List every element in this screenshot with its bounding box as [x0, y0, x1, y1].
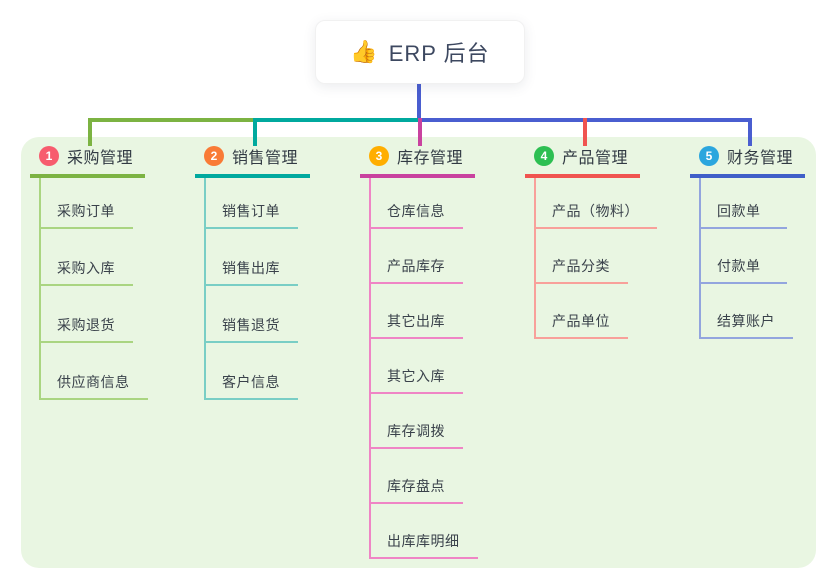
branch-label: 销售管理 — [232, 149, 299, 167]
branch-number-badge: 1 — [39, 145, 59, 166]
mindmap-node-item[interactable]: 产品分类 — [536, 229, 675, 284]
item-label: 结算账户 — [701, 311, 793, 339]
item-label: 产品（物料） — [536, 201, 657, 229]
mindmap-node-item[interactable]: 付款单 — [701, 229, 839, 284]
branch-item-list: 产品（物料） 产品分类产品单位 — [534, 178, 675, 339]
mindmap-node-item[interactable]: 销售订单 — [206, 178, 345, 229]
item-label: 出库库明细 — [371, 531, 478, 559]
mindmap-node-item[interactable]: 产品库存 — [371, 229, 510, 284]
item-label: 采购退货 — [41, 315, 133, 343]
branch-5-财务管理: 5 财务管理回款单付款单结算账户 — [690, 144, 839, 339]
branch-1-采购管理: 1 采购管理采购订单采购入库采购退货供应商信息 — [30, 144, 180, 400]
drop-line-branch-1 — [87, 118, 92, 146]
mindmap-node-item[interactable]: 客户信息 — [206, 343, 345, 400]
branch-number-badge: 2 — [204, 145, 224, 166]
branch-header-3[interactable]: 3 库存管理 — [360, 144, 475, 178]
branch-label: 产品管理 — [562, 149, 629, 167]
root-connector-line — [417, 82, 421, 122]
branch-header-1[interactable]: 1 采购管理 — [30, 144, 145, 178]
bus-segment-purchase — [87, 118, 253, 122]
mindmap-node-item[interactable]: 采购入库 — [41, 229, 180, 286]
mindmap-node-item[interactable]: 其它入库 — [371, 339, 510, 394]
branch-item-list: 回款单付款单结算账户 — [699, 178, 839, 339]
item-label: 其它出库 — [371, 311, 463, 339]
bus-segment-sales — [252, 118, 418, 122]
mindmap-node-item[interactable]: 采购退货 — [41, 286, 180, 343]
root-node-erp-backend[interactable]: 👍 ERP 后台 — [315, 20, 525, 84]
mindmap-node-item[interactable]: 仓库信息 — [371, 178, 510, 229]
drop-line-branch-2 — [252, 118, 257, 146]
mindmap-node-item[interactable]: 产品单位 — [536, 284, 675, 339]
item-label: 产品单位 — [536, 311, 628, 339]
mindmap-node-item[interactable]: 库存调拨 — [371, 394, 510, 449]
item-label: 仓库信息 — [371, 201, 463, 229]
item-label: 采购订单 — [41, 201, 133, 229]
branch-header-2[interactable]: 2 销售管理 — [195, 144, 310, 178]
branch-label: 采购管理 — [67, 149, 134, 167]
branch-item-list: 销售订单销售出库销售退货客户信息 — [204, 178, 345, 400]
mindmap-node-item[interactable]: 销售退货 — [206, 286, 345, 343]
drop-line-branch-3 — [417, 118, 422, 146]
item-label: 回款单 — [701, 201, 787, 229]
branches-panel — [21, 137, 816, 568]
branch-number-badge: 3 — [369, 145, 389, 166]
item-label: 其它入库 — [371, 366, 463, 394]
branch-2-销售管理: 2 销售管理销售订单销售出库销售退货客户信息 — [195, 144, 345, 400]
mindmap-node-item[interactable]: 供应商信息 — [41, 343, 180, 400]
item-label: 客户信息 — [206, 372, 298, 400]
mindmap-node-item[interactable]: 出库库明细 — [371, 504, 510, 559]
mindmap-node-item[interactable]: 采购订单 — [41, 178, 180, 229]
item-label: 供应商信息 — [41, 372, 148, 400]
item-label: 产品库存 — [371, 256, 463, 284]
mindmap-node-item[interactable]: 回款单 — [701, 178, 839, 229]
mindmap-node-item[interactable]: 销售出库 — [206, 229, 345, 286]
mindmap-node-item[interactable]: 结算账户 — [701, 284, 839, 339]
item-label: 库存盘点 — [371, 476, 463, 504]
drop-line-branch-5 — [747, 118, 752, 146]
mindmap-node-item[interactable]: 库存盘点 — [371, 449, 510, 504]
item-label: 销售退货 — [206, 315, 298, 343]
branch-item-list: 仓库信息产品库存其它出库其它入库库存调拨库存盘点出库库明细 — [369, 178, 510, 559]
thumbs-up-icon: 👍 — [350, 39, 379, 64]
branch-number-badge: 4 — [534, 145, 554, 166]
branch-4-产品管理: 4 产品管理产品（物料） 产品分类产品单位 — [525, 144, 675, 339]
branch-label: 库存管理 — [397, 149, 464, 167]
item-label: 销售订单 — [206, 201, 298, 229]
item-label: 销售出库 — [206, 258, 298, 286]
branch-3-库存管理: 3 库存管理仓库信息产品库存其它出库其它入库库存调拨库存盘点出库库明细 — [360, 144, 510, 559]
mindmap-node-item[interactable]: 产品（物料） — [536, 178, 675, 229]
item-label: 产品分类 — [536, 256, 628, 284]
item-label: 付款单 — [701, 256, 787, 284]
branch-label: 财务管理 — [727, 149, 794, 167]
item-label: 采购入库 — [41, 258, 133, 286]
drop-line-branch-4 — [582, 118, 587, 146]
item-label: 库存调拨 — [371, 421, 463, 449]
branch-header-4[interactable]: 4 产品管理 — [525, 144, 640, 178]
branch-number-badge: 5 — [699, 145, 719, 166]
branch-item-list: 采购订单采购入库采购退货供应商信息 — [39, 178, 180, 400]
root-title: ERP 后台 — [388, 41, 490, 66]
branch-header-5[interactable]: 5 财务管理 — [690, 144, 805, 178]
mindmap-node-item[interactable]: 其它出库 — [371, 284, 510, 339]
